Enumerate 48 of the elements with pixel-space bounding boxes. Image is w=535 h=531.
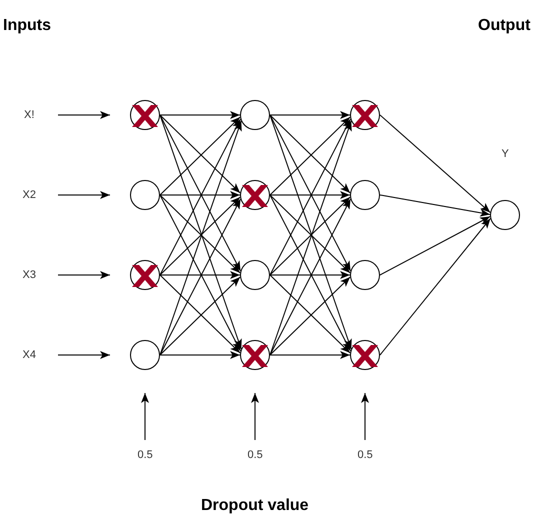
neuron-circle xyxy=(240,180,270,210)
arrow xyxy=(141,392,149,440)
node-caption: Y xyxy=(502,148,509,160)
section-heading: Inputs xyxy=(3,16,51,35)
neuron-circle xyxy=(130,260,160,290)
input-label: X3 xyxy=(22,268,36,282)
neuron-circle xyxy=(130,180,160,210)
neuron-circle xyxy=(240,340,270,370)
neuron-circle xyxy=(240,100,270,130)
input-label: X! xyxy=(24,108,34,122)
neuron-circle xyxy=(350,340,380,370)
input-label: X4 xyxy=(22,348,36,362)
arrow xyxy=(160,111,240,119)
input-label: X2 xyxy=(22,188,36,202)
arrow xyxy=(160,191,240,199)
arrow xyxy=(270,191,350,199)
dropout-value: 0.5 xyxy=(358,449,373,462)
caption: Dropout value xyxy=(201,496,309,515)
arrow xyxy=(380,216,491,276)
arrow xyxy=(160,351,240,359)
arrow xyxy=(380,114,491,213)
neuron-circle xyxy=(240,260,270,290)
dropout-value: 0.5 xyxy=(248,449,263,462)
cross-icon xyxy=(242,185,268,207)
section-heading: Output xyxy=(478,16,530,35)
neuron-circle xyxy=(130,100,160,130)
cross-icon xyxy=(352,345,378,367)
arrow xyxy=(58,111,110,119)
cross-icon xyxy=(242,345,268,367)
arrow xyxy=(380,218,491,356)
cross-icon xyxy=(352,105,378,127)
neuron-circle xyxy=(350,260,380,290)
arrow xyxy=(58,271,110,279)
arrow xyxy=(58,191,110,199)
neuron-circle xyxy=(350,100,380,130)
arrow xyxy=(270,271,350,279)
neuron-circle xyxy=(130,340,160,370)
arrow xyxy=(270,351,350,359)
arrow xyxy=(58,351,110,359)
dropout-value: 0.5 xyxy=(138,449,153,462)
cross-icon xyxy=(132,105,158,127)
arrow xyxy=(270,111,350,119)
arrow xyxy=(380,194,490,217)
arrow xyxy=(361,392,369,440)
arrow xyxy=(251,392,259,440)
arrow xyxy=(160,271,240,279)
cross-icon xyxy=(132,265,158,287)
neuron-circle xyxy=(350,180,380,210)
